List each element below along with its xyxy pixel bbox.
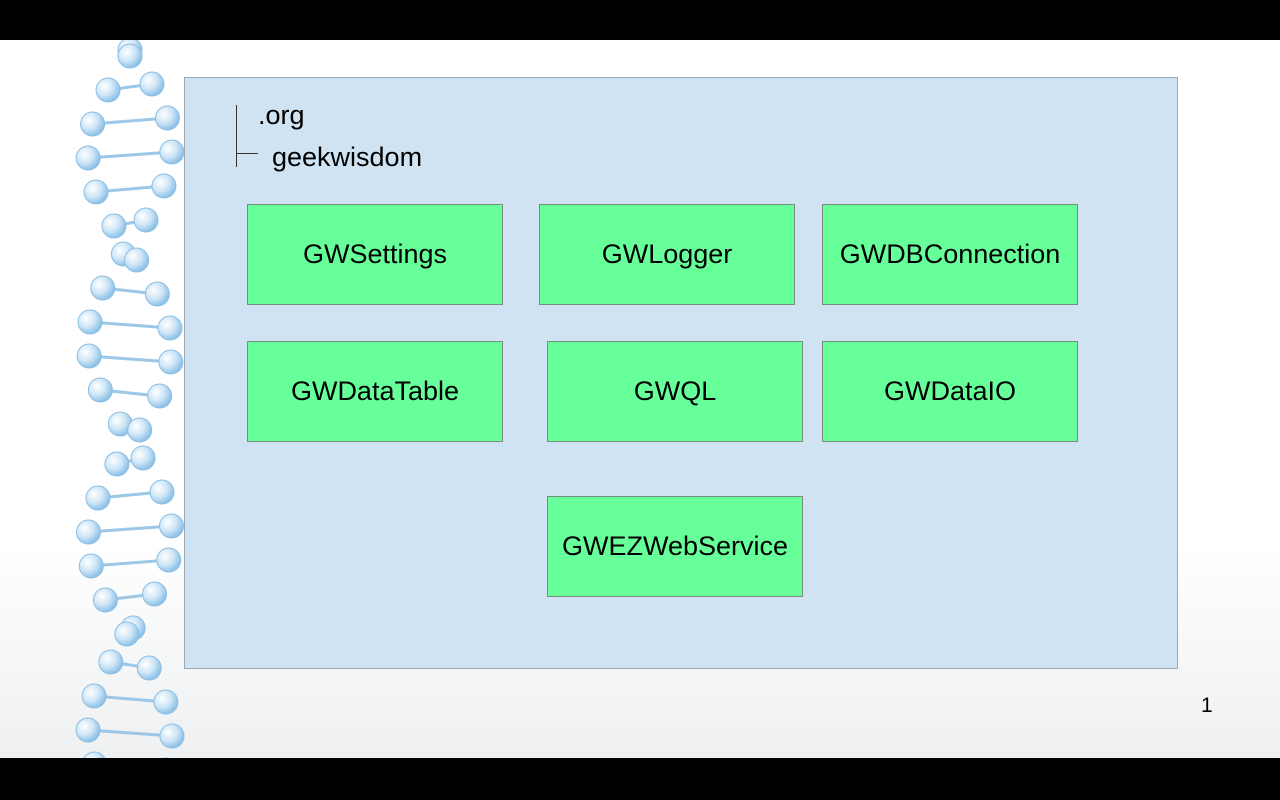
helix-node (157, 315, 183, 341)
helix-node (95, 77, 121, 103)
helix-node (75, 717, 101, 743)
helix-node (77, 309, 103, 335)
helix-node (98, 649, 124, 675)
helix-node (156, 547, 182, 573)
helix-node (76, 343, 102, 369)
module-gwezwebservice: GWEZWebService (547, 496, 803, 597)
helix-node (90, 275, 116, 301)
tree-connector-vertical (236, 105, 237, 167)
helix-node (81, 683, 107, 709)
helix-node (75, 519, 101, 545)
module-gwdatatable: GWDataTable (247, 341, 503, 442)
helix-node (139, 71, 165, 97)
helix-node (154, 105, 180, 131)
helix-node (153, 689, 179, 715)
helix-node (130, 445, 156, 471)
module-gwdataio: GWDataIO (822, 341, 1078, 442)
helix-node (158, 349, 184, 375)
helix-node (85, 485, 111, 511)
module-gwdbconnection: GWDBConnection (822, 204, 1078, 305)
helix-node (87, 377, 113, 403)
helix-rung (91, 558, 169, 568)
helix-node (83, 751, 106, 758)
package-root-label: .org (258, 100, 305, 130)
helix-node (83, 179, 109, 205)
helix-rung (88, 150, 172, 160)
helix-node (147, 383, 173, 409)
helix-node (136, 655, 162, 681)
helix-node (144, 281, 170, 307)
helix-node (142, 581, 168, 607)
tree-connector-horizontal (236, 153, 258, 154)
helix-node (133, 207, 159, 233)
helix-node (149, 479, 175, 505)
helix-node (124, 247, 150, 273)
helix-node (127, 417, 153, 443)
helix-node (151, 173, 177, 199)
module-gwql: GWQL (547, 341, 803, 442)
helix-rung (89, 320, 171, 330)
helix-node (104, 451, 130, 477)
helix-node (159, 139, 185, 165)
helix-rung (88, 524, 172, 534)
helix-node (78, 553, 104, 579)
slide: .org geekwisdom GWSettings GWLogger GWDB… (0, 40, 1280, 758)
helix-node (114, 621, 140, 647)
dna-helix-decoration (75, 40, 185, 758)
helix-rung (87, 728, 173, 738)
package-child-label: geekwisdom (272, 142, 423, 172)
helix-node (117, 43, 143, 69)
helix-node (159, 513, 185, 539)
helix-rung (89, 354, 171, 364)
helix-node (101, 213, 127, 239)
module-gwlogger: GWLogger (539, 204, 795, 305)
module-gwsettings: GWSettings (247, 204, 503, 305)
helix-node (75, 145, 101, 171)
helix-node (92, 587, 118, 613)
page-number: 1 (1201, 694, 1213, 717)
helix-node (159, 723, 185, 749)
helix-rung (92, 116, 168, 126)
helix-node (80, 111, 106, 137)
